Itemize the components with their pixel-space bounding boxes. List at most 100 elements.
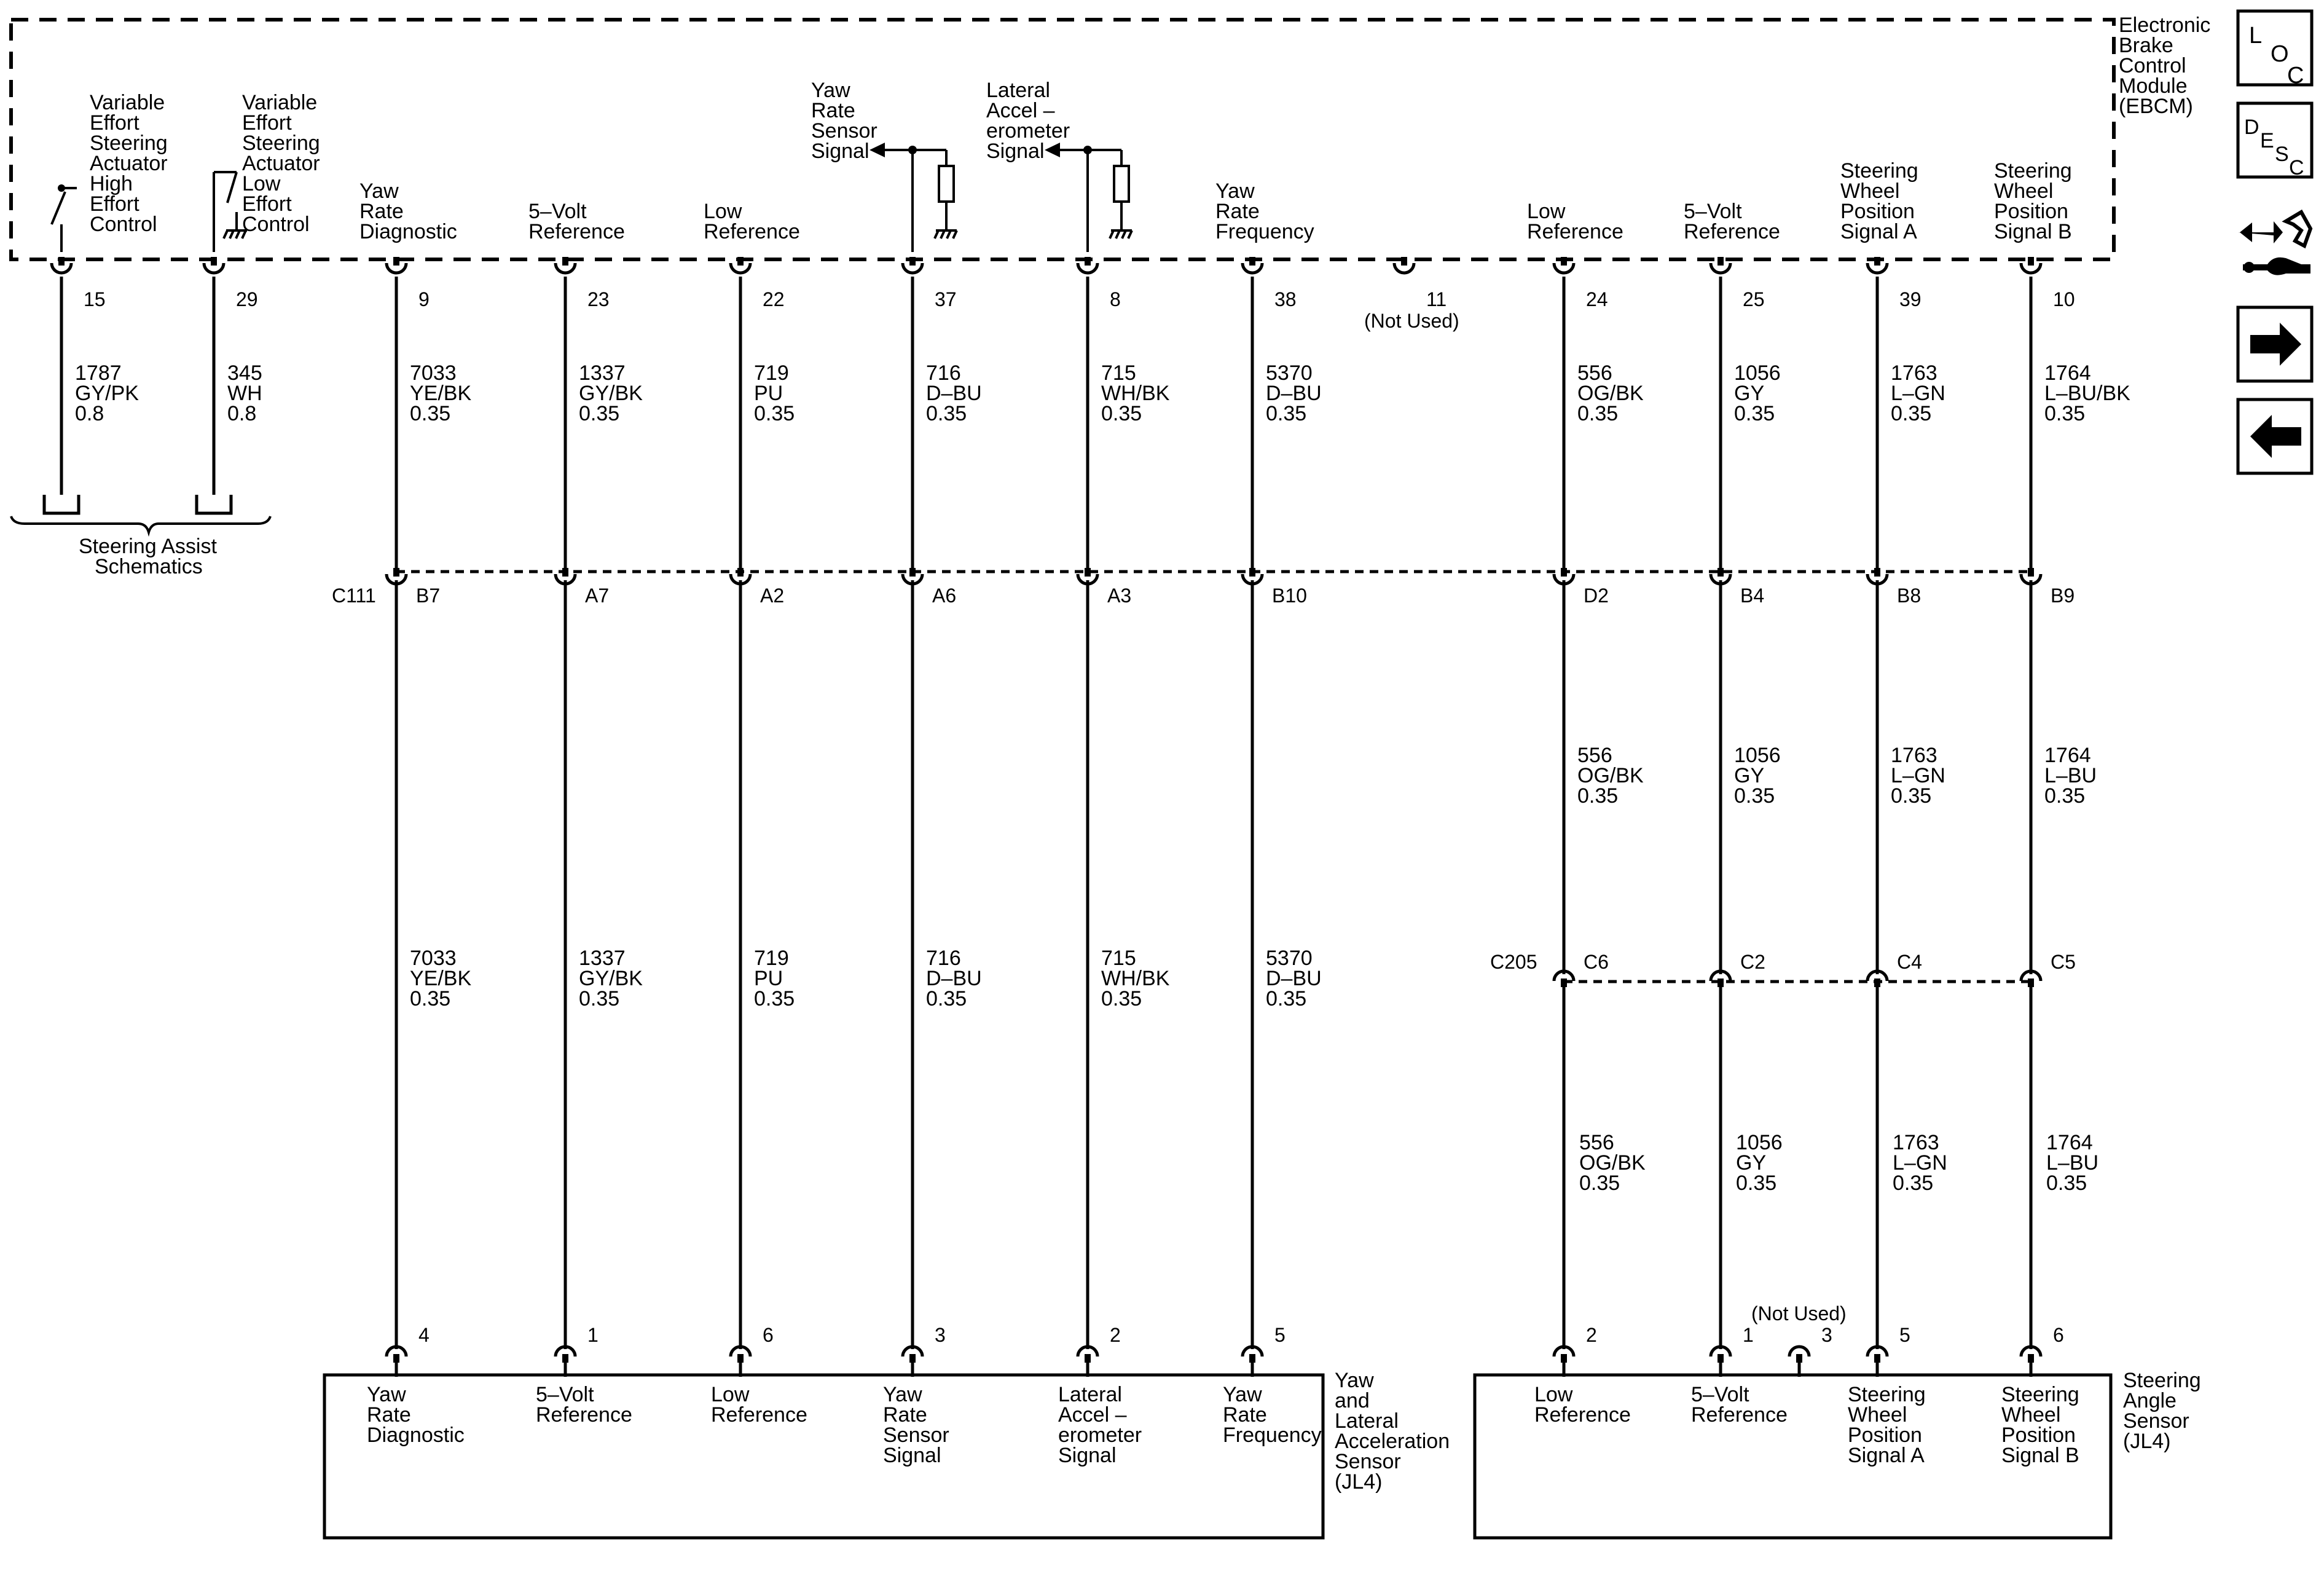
lateral-accel-pulldown xyxy=(1045,143,1133,252)
wire-spec-line: GY/PK xyxy=(75,382,139,405)
wire-spec-line: 0.35 xyxy=(1101,402,1142,425)
steering-sensor-title-line: (JL4) xyxy=(2123,1430,2170,1453)
ebcm-pin-terminal-pin xyxy=(737,257,744,266)
wire-spec-line: D–BU xyxy=(1266,382,1322,405)
wire-spec-line: 1763 xyxy=(1893,1131,1939,1154)
c205-pin-C2[interactable]: C2 xyxy=(1709,951,1765,987)
yaw-lateral-sensor-box xyxy=(323,1373,1325,1540)
wire-spec-line: PU xyxy=(754,382,783,405)
ebcm-pin-number: 24 xyxy=(1586,288,1608,310)
wire-spec-line: 0.35 xyxy=(2046,1171,2087,1195)
yaw-sensor-pin-label-line: Accel – xyxy=(1058,1403,1127,1427)
wire-spec-line: 0.8 xyxy=(227,402,256,425)
c205-pin-C5[interactable]: C5 xyxy=(2019,951,2076,987)
ebcm-pin-number: 38 xyxy=(1274,288,1297,310)
wire-spec-line: 715 xyxy=(1101,947,1136,970)
steering-sensor-pin-number: 6 xyxy=(2053,1324,2064,1346)
ebcm-pin-29[interactable]: VariableEffortSteeringActuatorLowEffortC… xyxy=(202,91,320,495)
wire-spec-line: 0.35 xyxy=(1266,402,1306,425)
yaw-sensor-title-line: Yaw xyxy=(1335,1369,1374,1392)
steering-sensor-pin-5[interactable]: 5 xyxy=(1866,1324,1910,1377)
wire-spec-line: GY/BK xyxy=(579,382,643,405)
ebcm-pin-label-line: erometer xyxy=(986,119,1070,143)
steering-sensor-pin-number: 1 xyxy=(1743,1324,1754,1346)
c111-pin-B10[interactable]: B10 xyxy=(1241,568,1307,607)
steering-sensor-pin-6[interactable]: 6 xyxy=(2019,1324,2064,1377)
loc-button[interactable]: LOC xyxy=(2236,9,2314,89)
yaw-sensor-title-line: Lateral xyxy=(1335,1409,1399,1433)
ebcm-pin-11[interactable]: 11(Not Used) xyxy=(1364,257,1459,332)
ebcm-pin-label-line: Reference xyxy=(1684,220,1780,243)
c205-pin-label: C2 xyxy=(1740,951,1765,973)
wire-spec-line: 0.35 xyxy=(1577,784,1618,808)
c111-pin-A6[interactable]: A6 xyxy=(901,568,956,607)
c111-pin-B7[interactable]: B7 xyxy=(385,568,440,607)
steering-sensor-pin-3[interactable]: 3 xyxy=(1788,1324,1832,1377)
c111-pin-B8[interactable]: B8 xyxy=(1866,568,1921,607)
yaw-sensor-pin-number: 6 xyxy=(763,1324,774,1346)
c111-pin-A7[interactable]: A7 xyxy=(554,568,609,607)
wire-spec-line: 1764 xyxy=(2046,1131,2093,1154)
ebcm-pin-label-line: Variable xyxy=(242,91,317,114)
c205-terminal-pin xyxy=(2028,979,2034,987)
ebcm-pin-terminal xyxy=(50,262,73,275)
ebcm-pin-label-line: Signal xyxy=(986,140,1045,163)
ebcm-pin-15[interactable]: VariableEffortSteeringActuatorHighEffort… xyxy=(50,91,168,495)
c111-pin-B9[interactable]: B9 xyxy=(2019,568,2075,607)
yaw-sensor-pin-number: 5 xyxy=(1274,1324,1286,1346)
steering-sensor-pin-2[interactable]: 2 xyxy=(1552,1324,1597,1377)
c205-pin-C4[interactable]: C4 xyxy=(1866,951,1922,987)
c111-pin-B4[interactable]: B4 xyxy=(1709,568,1764,607)
ebcm-pin-label-line: Yaw xyxy=(359,179,399,203)
c111-pin-D2[interactable]: D2 xyxy=(1552,568,1609,607)
c111-pin-A3[interactable]: A3 xyxy=(1076,568,1131,607)
back-arrow-icon[interactable] xyxy=(2236,398,2314,475)
yaw-sensor-title-line: Sensor xyxy=(1335,1450,1401,1473)
wire-spec-line: 0.35 xyxy=(579,987,619,1010)
steering-sensor-pin-label-line: 5–Volt xyxy=(1691,1383,1749,1406)
wire-spec-line: L–BU/BK xyxy=(2044,382,2130,405)
forward-arrow-icon[interactable] xyxy=(2236,305,2314,383)
steering-assist-line-1: Steering Assist xyxy=(79,535,217,558)
connector-end-view-icon[interactable] xyxy=(2238,209,2313,275)
c205-pin-C6[interactable]: C6 xyxy=(1552,951,1609,987)
wire-spec-line: 0.35 xyxy=(754,402,795,425)
steering-assist-line-2: Schematics xyxy=(95,555,203,578)
c111-pin-label: B7 xyxy=(416,585,440,607)
wire-spec-line: 1763 xyxy=(1891,744,1937,767)
c111-pin-A2[interactable]: A2 xyxy=(729,568,784,607)
steering-sensor-pin-1[interactable]: 1 xyxy=(1709,1324,1754,1377)
ebcm-pin-number: 9 xyxy=(418,288,430,310)
